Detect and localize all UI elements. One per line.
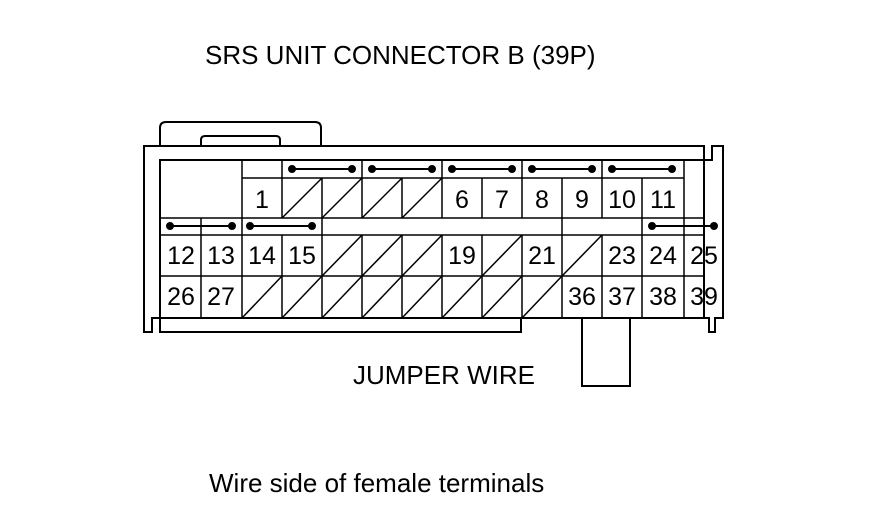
- pin-label: 9: [575, 186, 589, 214]
- pin-label: 6: [455, 186, 469, 214]
- pin-label: 13: [207, 242, 235, 270]
- pin-label: 12: [167, 242, 195, 270]
- pin-label: 26: [167, 283, 195, 311]
- terminal-block: [159, 159, 705, 319]
- pin-label: 14: [248, 242, 276, 270]
- pin-label: 27: [207, 283, 235, 311]
- pin-label: 23: [608, 242, 636, 270]
- latch-slot: [200, 135, 281, 146]
- connector-latch: [159, 121, 322, 146]
- pin-label: 36: [568, 283, 596, 311]
- empty-cavities: [241, 177, 603, 319]
- pin-label: 21: [528, 242, 556, 270]
- pin-labels: 1 6 7 8 9 10 11 12 13 14 15 19 21 23 24 …: [167, 186, 718, 311]
- pin-label: 24: [649, 242, 677, 270]
- diagram-caption: Wire side of female terminals: [209, 468, 545, 498]
- jumper-wire-label: JUMPER WIRE: [353, 360, 535, 390]
- pin-label: 15: [288, 242, 316, 270]
- diagram-title: SRS UNIT CONNECTOR B (39P): [205, 40, 596, 70]
- pin-label: 39: [690, 283, 718, 311]
- pin-label: 10: [608, 186, 636, 214]
- shorting-bars: [166, 165, 718, 230]
- pin-label: 1: [255, 186, 269, 214]
- pin-label: 37: [608, 283, 636, 311]
- pin-label: 7: [495, 186, 509, 214]
- pin-label: 19: [448, 242, 476, 270]
- pin-label: 38: [649, 283, 677, 311]
- pin-label: 11: [650, 186, 676, 214]
- pin-label: 8: [535, 186, 549, 214]
- pin-label: 25: [690, 242, 718, 270]
